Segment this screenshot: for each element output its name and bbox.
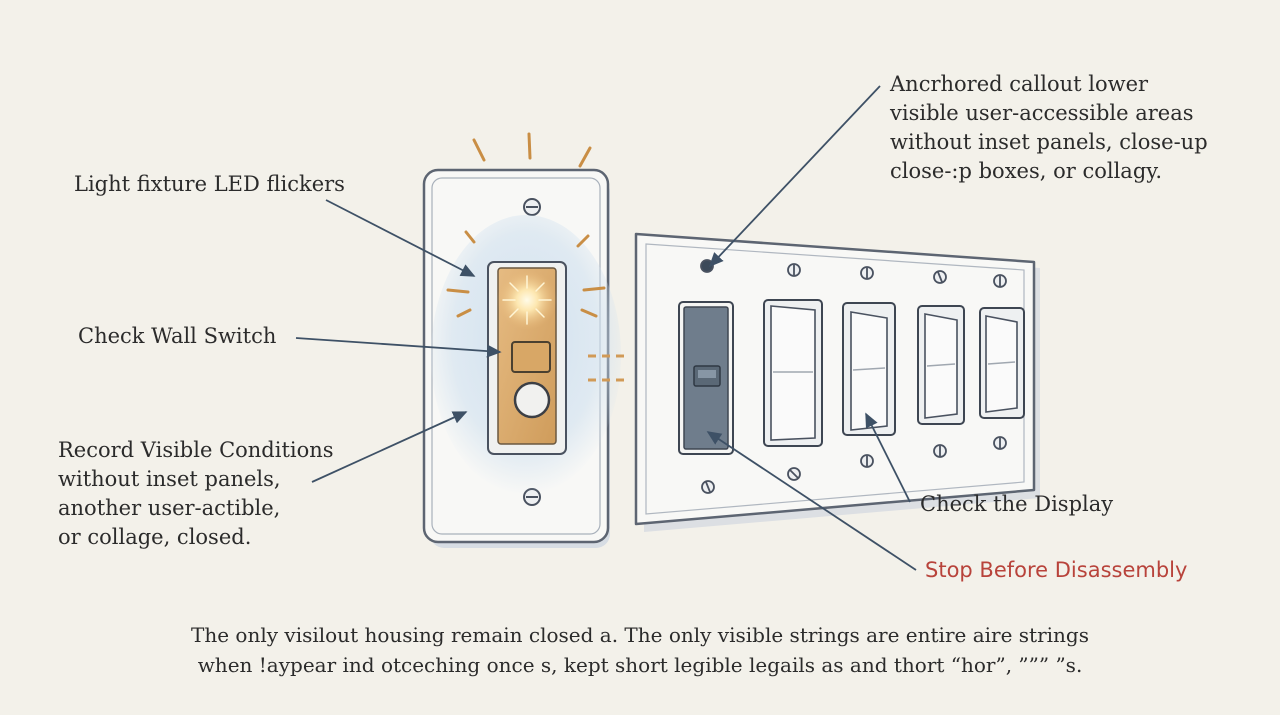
label-line: or collage, closed. [58, 525, 252, 549]
label-check-wall-switch: Check Wall Switch [78, 324, 277, 348]
screw [700, 259, 1007, 288]
flicker-rays [446, 132, 606, 318]
label-check-display: Check the Display [920, 492, 1114, 516]
round-button[interactable] [513, 381, 551, 419]
label-anchored-callout: Ancrhored callout lower visible user-acc… [890, 70, 1208, 186]
led-glow-icon [497, 270, 557, 330]
callout-line-stop [706, 431, 917, 571]
rocker-switch-3[interactable] [917, 305, 965, 425]
label-stop-disassembly: Stop Before Disassembly [925, 558, 1188, 582]
rocker-switch-4[interactable] [979, 307, 1025, 419]
callout-line-record [311, 411, 468, 483]
screw [701, 436, 1007, 494]
label-line: visible user-accessible areas [890, 101, 1194, 125]
label-line: another user-actible, [58, 496, 281, 520]
rocker-switch-1[interactable] [763, 299, 823, 447]
caption-line: when !aypear ind otceching once s, kept … [197, 653, 1083, 677]
callout-line-display [865, 412, 911, 503]
screw-top-left-plate [523, 198, 541, 216]
callout-lines [295, 85, 917, 571]
callout-line-switch [295, 337, 502, 358]
caption: The only visilout housing remain closed … [0, 620, 1280, 680]
rocker-switch-2[interactable] [842, 302, 896, 436]
rocker-button[interactable] [511, 341, 551, 373]
dark-switch[interactable] [678, 301, 734, 455]
label-line: without inset panels, [58, 467, 281, 491]
label-record-conditions: Record Visible Conditions without inset … [58, 436, 334, 552]
callout-line-led [325, 199, 476, 277]
label-led-flickers: Light fixture LED flickers [74, 172, 345, 196]
label-line: Record Visible Conditions [58, 438, 334, 462]
caption-line: The only visilout housing remain closed … [191, 623, 1089, 647]
label-line: Ancrhored callout lower [890, 72, 1149, 96]
label-line: without inset panels, close-up [890, 130, 1208, 154]
label-line: close-:p boxes, or collagy. [890, 159, 1163, 183]
callout-line-anchored [708, 85, 881, 268]
